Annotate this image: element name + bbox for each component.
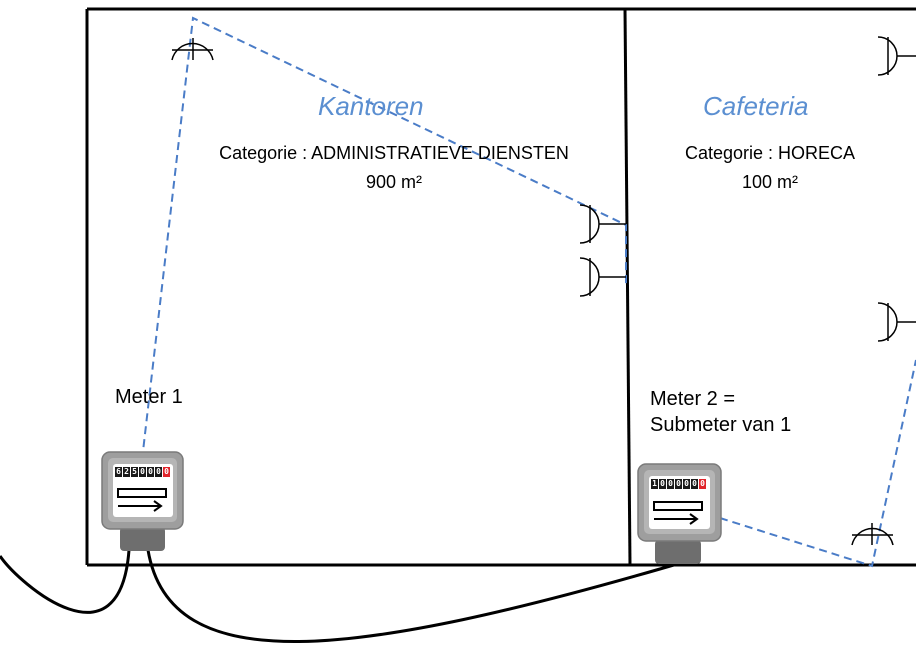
circuit-lines <box>141 16 916 568</box>
meter2-label-line2: Submeter van 1 <box>650 414 792 436</box>
room-category-cafeteria: Categorie : HORECA <box>684 143 856 163</box>
outlet-icon <box>579 257 626 297</box>
outlet-icon <box>851 523 894 546</box>
meter-digit: 2 <box>123 467 130 477</box>
meter-digit: 0 <box>675 479 682 489</box>
room-category-kantoren: Categorie : ADMINISTRATIEVE DIENSTEN <box>219 143 569 163</box>
meter2-label-line1: Meter 2 = <box>650 388 736 410</box>
meter-digit: 0 <box>683 479 690 489</box>
circuit-meter1 <box>141 16 627 461</box>
meter-digit: 0 <box>163 467 170 477</box>
dividing-wall <box>623 8 632 566</box>
meter-digit: 0 <box>659 479 666 489</box>
room-area-cafeteria: 100 m² <box>741 172 799 192</box>
meter1-icon <box>101 451 184 551</box>
meter-digit: 5 <box>131 467 138 477</box>
outlet-icon <box>579 204 626 244</box>
circuit-meter2 <box>719 359 916 568</box>
room-area-kantoren: 900 m² <box>365 172 423 192</box>
meter-digit: 6 <box>115 467 122 477</box>
incoming-cable <box>0 549 131 614</box>
outlet-icon <box>877 36 916 76</box>
outlet-icon <box>171 38 214 61</box>
meter-digit: 0 <box>699 479 706 489</box>
outlet-icon <box>877 302 916 342</box>
meter-digit: 0 <box>667 479 674 489</box>
meter-digit: 0 <box>139 467 146 477</box>
meter1-label: Meter 1 <box>115 386 183 408</box>
meter-digit: 0 <box>155 467 162 477</box>
meter-digit: 1 <box>651 479 658 489</box>
meter-digit: 0 <box>691 479 698 489</box>
building-outline <box>85 7 916 567</box>
meter-digit: 0 <box>147 467 154 477</box>
room-name-cafeteria: Cafeteria <box>703 91 809 121</box>
supply-cables <box>0 549 685 643</box>
room-name-kantoren: Kantoren <box>318 91 424 121</box>
submeter-cable <box>146 549 685 643</box>
